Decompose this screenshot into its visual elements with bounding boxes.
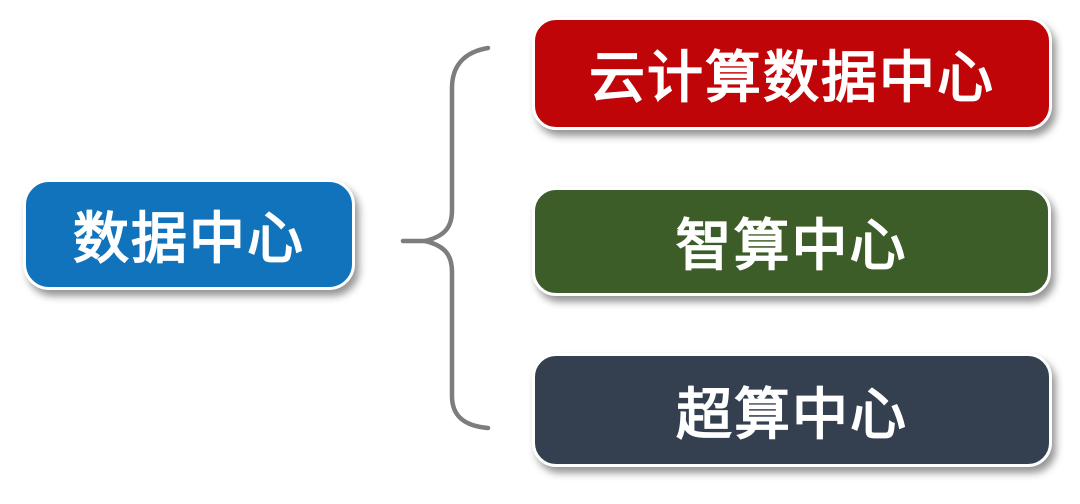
curly-brace-connector	[400, 45, 491, 431]
node-intelligent-computing-center: 智算中心	[532, 187, 1051, 296]
node-cloud-computing-data-center-label: 云计算数据中心	[589, 46, 995, 109]
node-supercomputing-center: 超算中心	[532, 353, 1052, 467]
node-data-center-label: 数据中心	[73, 207, 305, 270]
node-data-center: 数据中心	[23, 179, 355, 290]
brace-curve	[424, 45, 491, 431]
node-intelligent-computing-center-label: 智算中心	[675, 214, 908, 277]
node-supercomputing-center-label: 超算中心	[676, 382, 908, 446]
node-cloud-computing-data-center: 云计算数据中心	[532, 17, 1052, 130]
